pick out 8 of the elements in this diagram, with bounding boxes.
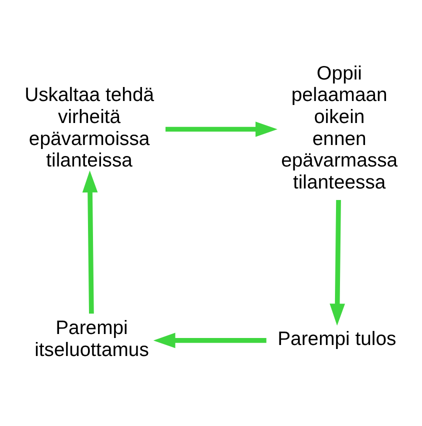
arrow [153, 332, 266, 348]
node-text: Parempi tulos [278, 328, 396, 350]
node-text: Parempi itseluottamus [34, 317, 149, 361]
arrow [82, 170, 98, 314]
arrow [166, 122, 278, 137]
node-text: Oppii pelaamaan oikein ennen epävarmassa tilanteessa [281, 62, 398, 194]
node-text: Uskaltaa tehdä virheitä epävarmoissa tilanteissa [24, 84, 154, 172]
arrow [330, 200, 346, 326]
